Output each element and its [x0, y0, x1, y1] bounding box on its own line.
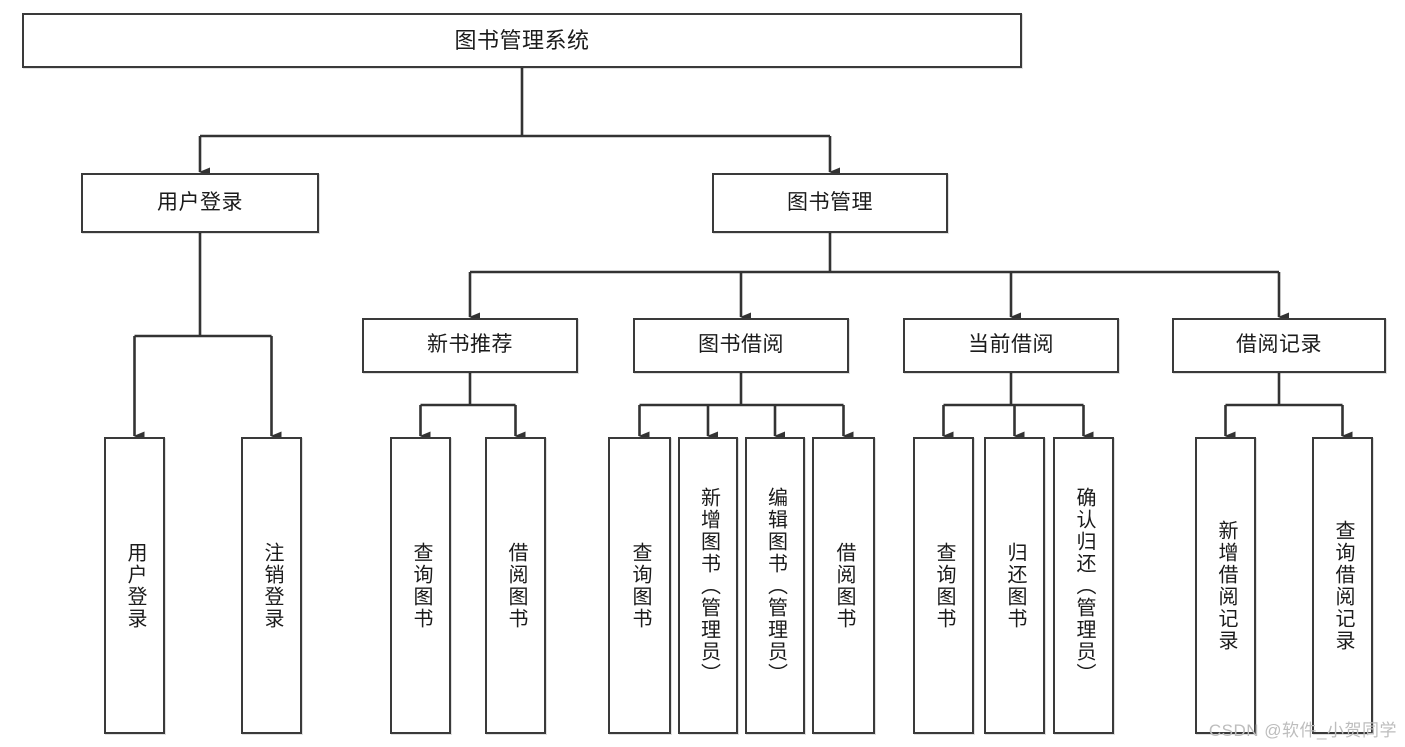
node-leaf-add-borrow-record[interactable]: 新增借阅记录 — [1195, 437, 1256, 734]
node-book-manage[interactable]: 图书管理 — [712, 173, 948, 233]
node-label-leaf-logout: 注销登录 — [261, 541, 283, 630]
node-leaf-confirm-return-admin[interactable]: 确认归还（管理员） — [1053, 437, 1114, 734]
node-label-book-borrow: 图书借阅 — [698, 333, 784, 357]
node-leaf-query-book-current[interactable]: 查询图书 — [913, 437, 974, 734]
node-leaf-borrow-book[interactable]: 借阅图书 — [812, 437, 875, 734]
node-book-borrow[interactable]: 图书借阅 — [633, 318, 849, 373]
node-user-login[interactable]: 用户登录 — [81, 173, 319, 233]
node-root[interactable]: 图书管理系统 — [22, 13, 1022, 68]
watermark-text: CSDN @软件_小贺同学 — [1208, 721, 1397, 740]
node-label-current-borrow: 当前借阅 — [968, 333, 1054, 357]
node-label-leaf-add-book-admin: 新增图书（管理员） — [697, 486, 720, 685]
node-leaf-borrow-book-recommend[interactable]: 借阅图书 — [485, 437, 546, 734]
node-label-leaf-edit-book-admin: 编辑图书（管理员） — [764, 486, 787, 685]
node-borrow-record[interactable]: 借阅记录 — [1172, 318, 1386, 373]
node-label-leaf-return-book: 归还图书 — [1004, 541, 1026, 630]
node-new-book-recommend[interactable]: 新书推荐 — [362, 318, 578, 373]
node-label-root: 图书管理系统 — [454, 27, 590, 53]
node-label-leaf-borrow-book: 借阅图书 — [833, 541, 855, 630]
node-label-book-manage: 图书管理 — [787, 190, 873, 214]
node-label-leaf-confirm-return-admin: 确认归还（管理员） — [1073, 486, 1095, 685]
node-leaf-edit-book-admin[interactable]: 编辑图书（管理员） — [745, 437, 805, 734]
node-label-leaf-borrow-book-recommend: 借阅图书 — [505, 541, 527, 630]
node-label-leaf-user-login: 用户登录 — [124, 541, 146, 630]
node-label-leaf-query-book-recommend: 查询图书 — [410, 541, 432, 630]
node-leaf-user-login[interactable]: 用户登录 — [104, 437, 165, 734]
node-label-user-login: 用户登录 — [157, 190, 243, 214]
node-current-borrow[interactable]: 当前借阅 — [903, 318, 1119, 373]
node-leaf-return-book[interactable]: 归还图书 — [984, 437, 1045, 734]
node-label-leaf-add-borrow-record: 新增借阅记录 — [1215, 519, 1237, 652]
node-leaf-logout[interactable]: 注销登录 — [241, 437, 302, 734]
node-label-leaf-query-book-current: 查询图书 — [933, 541, 955, 630]
node-label-borrow-record: 借阅记录 — [1236, 333, 1322, 357]
node-leaf-add-book-admin[interactable]: 新增图书（管理员） — [678, 437, 738, 734]
node-label-leaf-query-book-borrow: 查询图书 — [629, 541, 651, 630]
node-label-leaf-query-borrow-record: 查询借阅记录 — [1332, 519, 1354, 652]
node-leaf-query-book-recommend[interactable]: 查询图书 — [390, 437, 451, 734]
node-leaf-query-borrow-record[interactable]: 查询借阅记录 — [1312, 437, 1373, 734]
node-leaf-query-book-borrow[interactable]: 查询图书 — [608, 437, 671, 734]
node-label-new-book-recommend: 新书推荐 — [427, 333, 513, 357]
